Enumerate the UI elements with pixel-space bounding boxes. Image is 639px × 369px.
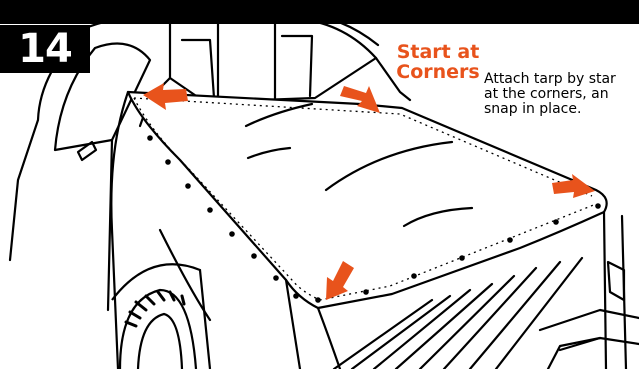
snap-dot xyxy=(315,297,321,303)
bed-rib xyxy=(496,258,582,369)
tire-tread xyxy=(126,322,136,326)
wheel-rim xyxy=(138,314,182,369)
step-number-badge: 14 xyxy=(0,25,90,73)
snap-dot xyxy=(293,293,299,299)
snap-dot xyxy=(207,207,213,213)
snap-dot xyxy=(459,255,465,261)
snap-dot xyxy=(147,135,153,141)
tailgate-latch xyxy=(608,262,624,300)
tire-tread xyxy=(170,292,174,300)
snap-dot xyxy=(411,273,417,279)
snap-dot xyxy=(273,275,279,281)
step-heading: Start at Corners xyxy=(388,42,488,82)
snap-dot xyxy=(185,183,191,189)
bed-rib xyxy=(470,262,560,369)
tire-tread xyxy=(136,302,146,310)
tire-tread xyxy=(146,296,154,304)
instruction-line: Attach tarp by star xyxy=(484,72,639,87)
instruction-line: snap in place. xyxy=(484,102,639,117)
bed-side-rib xyxy=(160,230,210,320)
step-instruction: Attach tarp by star at the corners, an s… xyxy=(484,72,639,117)
tire-tread xyxy=(158,292,164,300)
tire-tread xyxy=(182,296,184,304)
snap-dot xyxy=(229,231,235,237)
snap-dot xyxy=(595,203,601,209)
top-bar xyxy=(0,0,639,24)
snap-dot xyxy=(363,289,369,295)
snap-dot xyxy=(507,237,513,243)
bumper xyxy=(548,338,600,369)
step-heading-line: Corners xyxy=(388,62,488,82)
bed-rib xyxy=(352,296,450,369)
bed-rib xyxy=(444,268,536,369)
step-heading-line: Start at xyxy=(388,42,488,62)
snap-dot xyxy=(251,253,257,259)
bed-floor-edge xyxy=(318,308,340,369)
snap-dot xyxy=(553,219,559,225)
tire-tread xyxy=(130,312,140,318)
instruction-line: at the corners, an xyxy=(484,87,639,102)
window-divider xyxy=(282,36,312,96)
bed-rib xyxy=(420,276,514,369)
snap-dot xyxy=(165,159,171,165)
tailgate xyxy=(604,212,606,369)
